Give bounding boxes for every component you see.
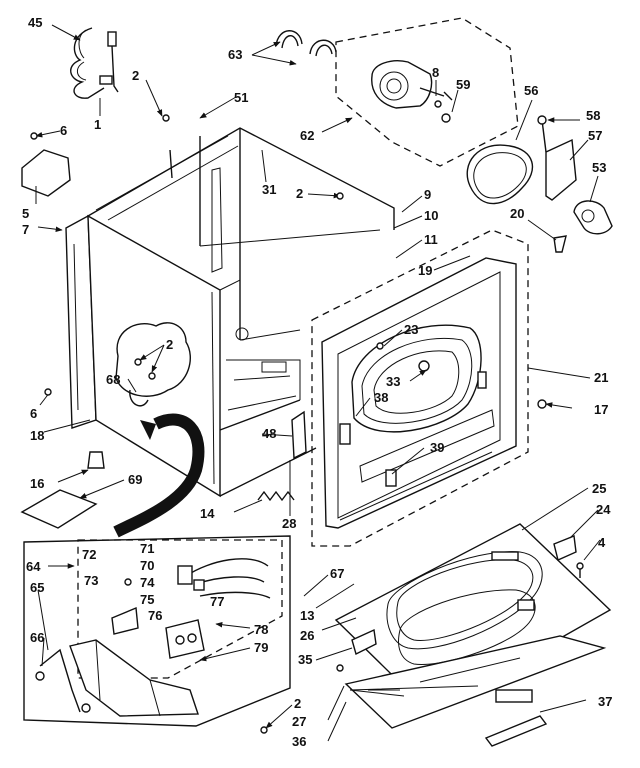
idler-bracket-part (537, 115, 577, 201)
callout-70: 70 (140, 558, 154, 573)
callout-67: 67 (330, 566, 344, 581)
callout-19: 19 (418, 263, 432, 278)
callout-51: 51 (234, 90, 248, 105)
callout-64: 64 (26, 559, 41, 574)
callout-17: 17 (594, 402, 608, 417)
terminal-block-inset (23, 535, 291, 727)
callout-38: 38 (374, 390, 388, 405)
callout-13: 13 (300, 608, 314, 623)
callout-36: 36 (292, 734, 306, 749)
callout-2-mid: 2 (296, 186, 303, 201)
idler-pulley-part (573, 200, 613, 235)
callout-48: 48 (262, 426, 276, 441)
callout-8: 8 (432, 65, 439, 80)
callout-14: 14 (200, 506, 215, 521)
callout-62: 62 (300, 128, 314, 143)
callout-1: 1 (94, 117, 101, 132)
callout-45: 45 (28, 15, 42, 30)
callout-2-lower: 2 (166, 337, 173, 352)
callout-18: 18 (30, 428, 44, 443)
callout-9: 9 (424, 187, 431, 202)
callout-57: 57 (588, 128, 602, 143)
callout-58: 58 (586, 108, 600, 123)
callout-79: 79 (254, 640, 268, 655)
callout-21: 21 (594, 370, 608, 385)
part-5 (21, 149, 71, 197)
wire-harness-part (113, 413, 205, 538)
callout-63: 63 (228, 47, 242, 62)
callout-74: 74 (140, 575, 155, 590)
callout-4: 4 (598, 535, 606, 550)
part-69 (20, 489, 98, 529)
callout-2-bottom: 2 (294, 696, 301, 711)
motor-assembly-boundary (335, 17, 519, 167)
callout-31: 31 (262, 182, 276, 197)
callout-73: 73 (84, 573, 98, 588)
door-assembly-part (334, 523, 612, 747)
callout-5: 5 (22, 206, 29, 221)
callout-24: 24 (596, 502, 611, 517)
callout-labels: 45 63 8 59 56 58 2 51 1 6 62 57 31 53 2 … (22, 15, 612, 749)
callout-68: 68 (106, 372, 120, 387)
callout-2-top: 2 (132, 68, 139, 83)
part-20 (553, 235, 567, 253)
callout-69: 69 (128, 472, 142, 487)
callout-35: 35 (298, 652, 312, 667)
leveling-foot-part (87, 451, 105, 469)
callout-53: 53 (592, 160, 606, 175)
callout-59: 59 (456, 77, 470, 92)
callout-25: 25 (592, 481, 606, 496)
drive-motor-part (371, 60, 453, 123)
callout-39: 39 (430, 440, 444, 455)
front-panel-part (321, 257, 517, 529)
callout-56: 56 (524, 83, 538, 98)
front-panel-boundary (311, 229, 529, 547)
callout-76: 76 (148, 608, 162, 623)
callout-78: 78 (254, 622, 268, 637)
callout-66: 66 (30, 630, 44, 645)
callout-71: 71 (140, 541, 154, 556)
callout-7: 7 (22, 222, 29, 237)
callout-20: 20 (510, 206, 524, 221)
callout-27: 27 (292, 714, 306, 729)
callout-33: 33 (386, 374, 400, 389)
callout-10: 10 (424, 208, 438, 223)
callout-77: 77 (210, 594, 224, 609)
callout-26: 26 (300, 628, 314, 643)
callout-75: 75 (140, 592, 154, 607)
callout-11: 11 (424, 232, 438, 247)
callout-23: 23 (404, 322, 418, 337)
drive-belt-part (466, 144, 534, 205)
callout-6-lower: 6 (30, 406, 37, 421)
callout-65: 65 (30, 580, 44, 595)
callout-6-upper: 6 (60, 123, 67, 138)
callout-16: 16 (30, 476, 44, 491)
callout-37: 37 (598, 694, 612, 709)
screw-parts (30, 114, 547, 734)
motor-strap-part (275, 30, 337, 57)
power-cord-part (70, 27, 119, 99)
callout-72: 72 (82, 547, 96, 562)
callout-leaders (35, 24, 601, 742)
callout-28: 28 (282, 516, 296, 531)
